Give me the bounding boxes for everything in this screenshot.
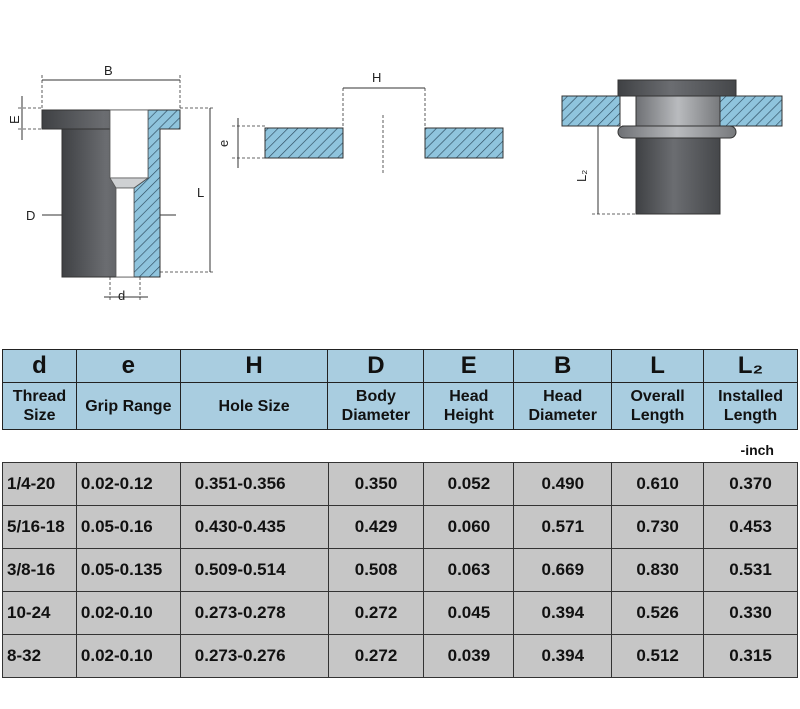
unit-label: -inch xyxy=(740,442,774,458)
column-symbol: L₂ xyxy=(703,349,798,383)
dim-label-L2: L₂ xyxy=(574,170,589,182)
dim-label-E: E xyxy=(7,115,22,124)
table-cell: 0.05-0.135 xyxy=(75,548,181,592)
column-description-line: Diameter xyxy=(341,407,411,424)
column-description-line: Overall xyxy=(630,388,685,405)
rivet-nut-diagrams: B E D L d H e xyxy=(7,63,783,303)
dim-label-D: D xyxy=(26,208,35,223)
table-cell: 0.045 xyxy=(423,591,515,635)
table-cell: 0.272 xyxy=(327,634,425,678)
table-cell: 0.330 xyxy=(703,591,798,635)
dim-label-L: L xyxy=(197,185,204,200)
table-cell: 0.05-0.16 xyxy=(75,505,181,549)
column-description-line: Head xyxy=(449,388,489,405)
column-description-line: Diameter xyxy=(528,407,597,424)
column-description-line: Length xyxy=(723,407,778,424)
table-cell: 0.526 xyxy=(611,591,705,635)
table-cell: 0.350 xyxy=(327,462,425,506)
table-cell: 0.730 xyxy=(611,505,705,549)
table-cell: 0.830 xyxy=(611,548,705,592)
table-cell: 0.063 xyxy=(423,548,515,592)
dim-label-d: d xyxy=(118,288,125,303)
table-cell: 8-32 xyxy=(2,634,77,678)
column-symbol: e xyxy=(75,349,181,383)
column-description-line: Length xyxy=(630,407,685,424)
column-symbol: D xyxy=(327,349,425,383)
table-cell: 0.273-0.278 xyxy=(179,591,329,635)
column-description-line: Height xyxy=(443,407,494,424)
table-cell: 0.394 xyxy=(513,591,613,635)
table-cell: 0.429 xyxy=(327,505,425,549)
rivet-nut-section-view: B E D L d xyxy=(7,63,214,303)
column-description-line: Head xyxy=(543,388,583,405)
table-cell: 10-24 xyxy=(2,591,77,635)
table-cell: 0.571 xyxy=(513,505,613,549)
table-cell: 1/4-20 xyxy=(2,462,77,506)
table-cell: 0.315 xyxy=(703,634,798,678)
column-symbol: H xyxy=(179,349,329,383)
column-description: Grip Range xyxy=(75,382,181,430)
column-description-line: Installed xyxy=(718,388,783,405)
dim-label-e: e xyxy=(216,140,231,147)
table-cell: 0.531 xyxy=(703,548,798,592)
table-cell: 0.669 xyxy=(513,548,613,592)
table-cell: 0.052 xyxy=(423,462,515,506)
column-symbol: d xyxy=(2,349,77,383)
panel-hole-view: H e xyxy=(216,70,504,175)
column-symbol: B xyxy=(513,349,613,383)
installed-rivet-nut-view: L₂ xyxy=(561,79,783,215)
column-description-line: Body xyxy=(355,388,396,405)
table-cell: 0.394 xyxy=(513,634,613,678)
table-cell: 0.273-0.276 xyxy=(179,634,329,678)
dim-label-B: B xyxy=(104,63,113,78)
table-cell: 0.453 xyxy=(703,505,798,549)
table-cell: 0.370 xyxy=(703,462,798,506)
column-description-line: Grip Range xyxy=(85,397,172,415)
table-cell: 0.039 xyxy=(423,634,515,678)
table-cell: 5/16-18 xyxy=(2,505,77,549)
dim-label-H: H xyxy=(372,70,381,85)
column-description-line: Thread xyxy=(12,388,67,405)
table-cell: 0.490 xyxy=(513,462,613,506)
column-symbol: L xyxy=(611,349,705,383)
table-cell: 0.509-0.514 xyxy=(179,548,329,592)
column-description: Hole Size xyxy=(179,382,329,430)
column-symbol: E xyxy=(423,349,515,383)
table-cell: 0.351-0.356 xyxy=(179,462,329,506)
table-cell: 0.02-0.12 xyxy=(75,462,181,506)
table-cell: 0.272 xyxy=(327,591,425,635)
table-cell: 0.02-0.10 xyxy=(75,591,181,635)
table-cell: 3/8-16 xyxy=(2,548,77,592)
column-description-line: Size xyxy=(23,407,56,424)
table-cell: 0.430-0.435 xyxy=(179,505,329,549)
table-cell: 0.610 xyxy=(611,462,705,506)
table-cell: 0.060 xyxy=(423,505,515,549)
column-description-line: Hole Size xyxy=(218,397,290,415)
table-cell: 0.512 xyxy=(611,634,705,678)
table-cell: 0.508 xyxy=(327,548,425,592)
table-cell: 0.02-0.10 xyxy=(75,634,181,678)
